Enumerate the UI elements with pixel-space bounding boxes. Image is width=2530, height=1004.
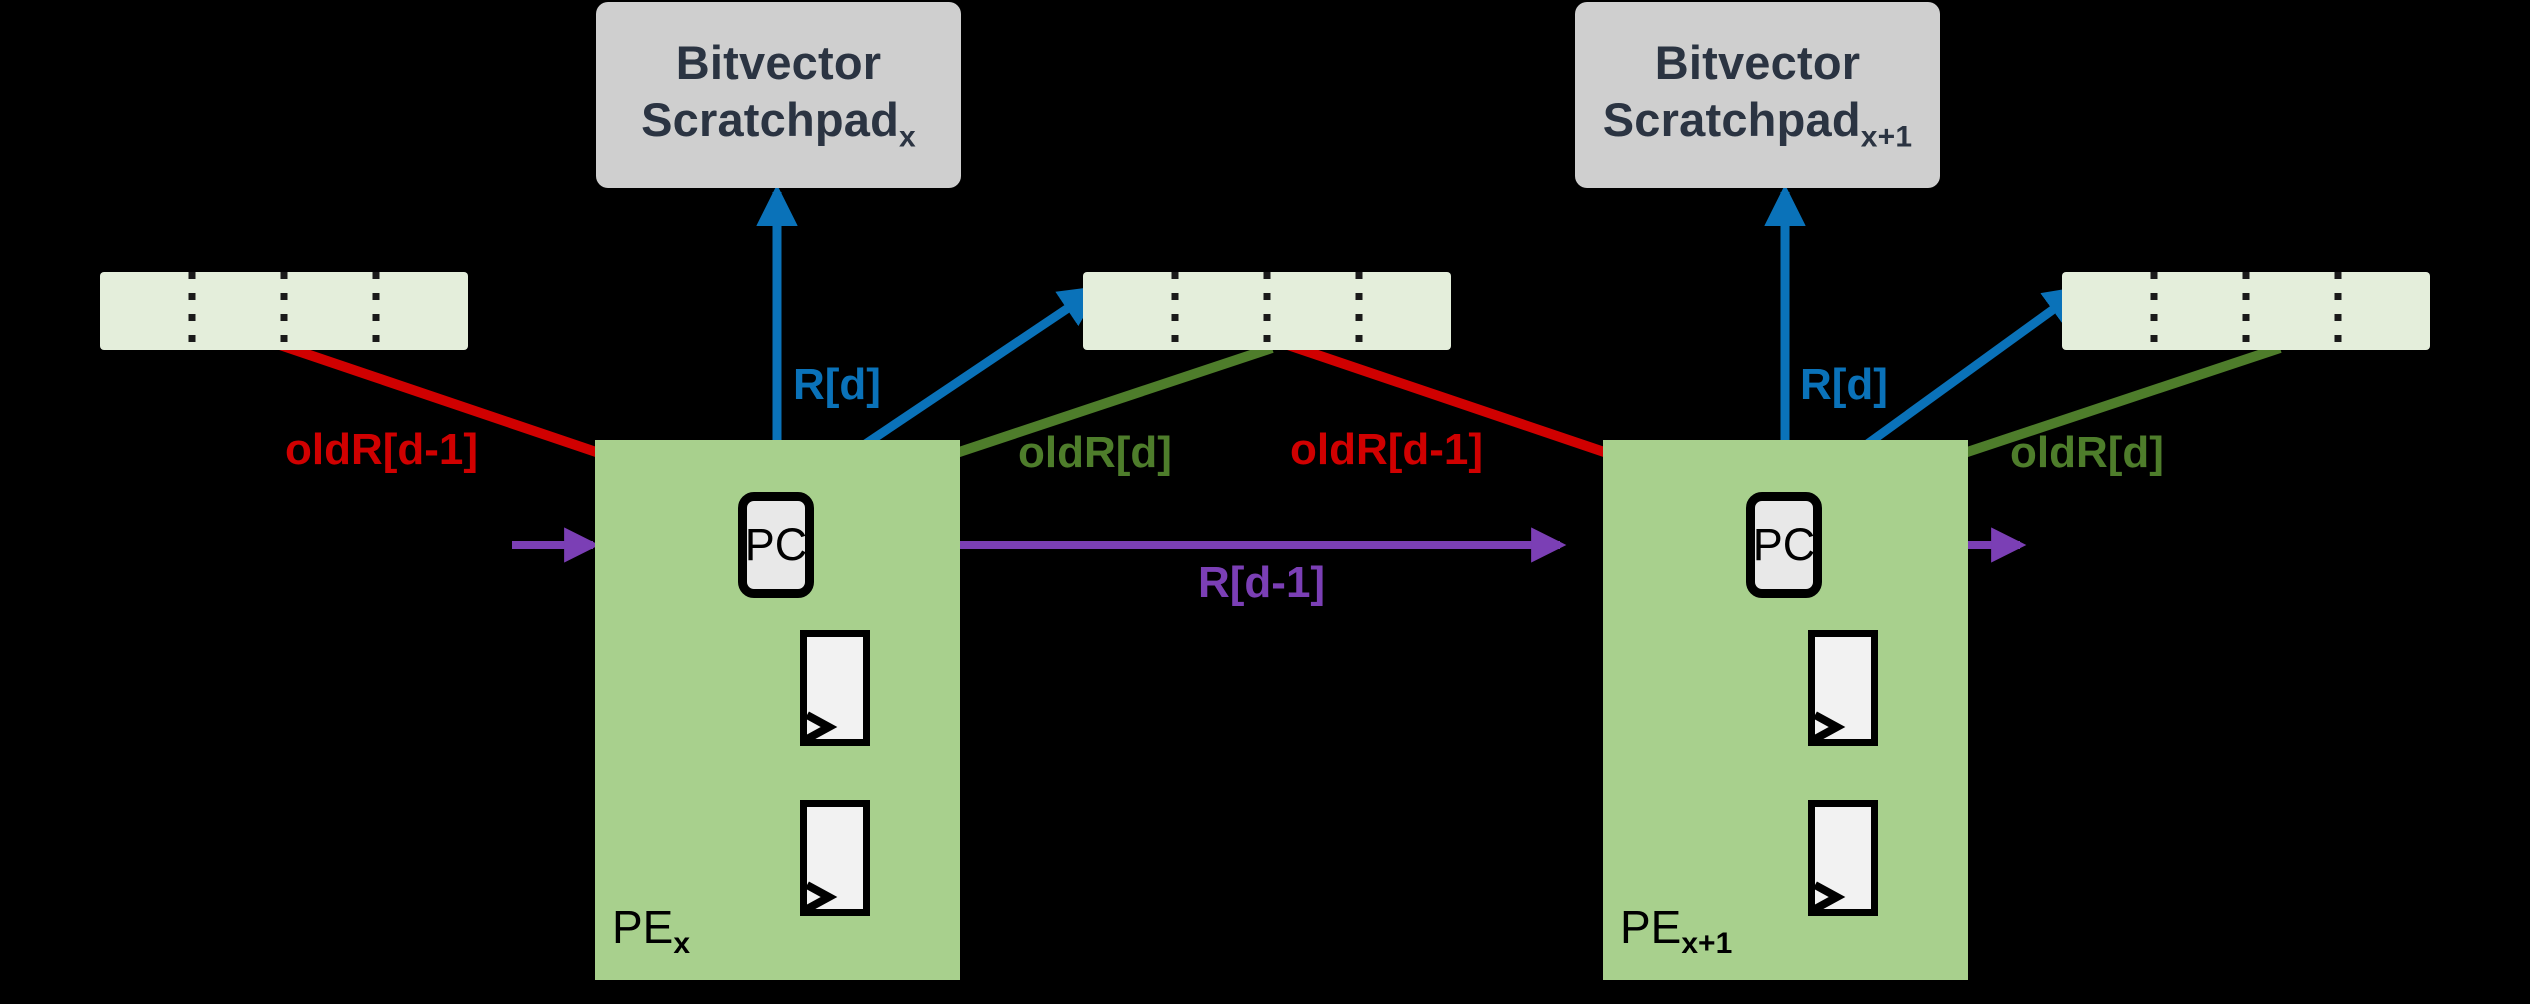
pe-x1-label-subscript: x+1	[1681, 927, 1733, 961]
register-x1-1[interactable]	[1808, 630, 1878, 746]
bitvector-right-dividers	[2150, 272, 2342, 350]
scratchpad-x-line1: Bitvector	[675, 35, 882, 89]
register-x1-2[interactable]	[1808, 800, 1878, 916]
scratchpad-x1-line2: Scratchpad	[1602, 93, 1861, 147]
register-x-1-clock-icon	[807, 711, 838, 743]
label-oldrdm1-right: oldR[d-1]	[1290, 425, 1484, 474]
register-x-1[interactable]	[800, 630, 870, 746]
scratchpad-x-text: Bitvector Scratchpadx	[641, 34, 916, 156]
bitvector-scratchpad-x1[interactable]: Bitvector Scratchpadx+1	[1575, 2, 1940, 188]
register-x1-1-clock-icon	[1815, 711, 1846, 743]
pe-x-label: PEx	[612, 900, 690, 961]
register-x1-2-clock-icon	[1815, 881, 1846, 913]
label-rdm1: R[d-1]	[1198, 558, 1326, 607]
scratchpad-x1-text: Bitvector Scratchpadx+1	[1603, 34, 1912, 156]
pc-unit-x[interactable]: PC	[738, 492, 814, 598]
pe-x-label-text: PE	[612, 901, 674, 953]
pe-x1-label-text: PE	[1620, 901, 1682, 953]
label-oldrd-right: oldR[d]	[2010, 428, 2164, 477]
pe-x1-label: PEx+1	[1620, 900, 1732, 961]
bitvector-middle-dividers	[1171, 272, 1363, 350]
pe-x-label-subscript: x	[673, 927, 691, 961]
scratchpad-x1-line1: Bitvector	[1654, 35, 1861, 89]
scratchpad-x-subscript: x	[899, 120, 916, 154]
pc-unit-x1-label: PC	[1752, 519, 1816, 570]
scratchpad-x1-subscript: x+1	[1860, 120, 1913, 154]
bitvector-middle[interactable]	[1083, 272, 1451, 350]
label-oldrdm1-left: oldR[d-1]	[285, 425, 479, 474]
pc-unit-x-label: PC	[744, 519, 808, 570]
register-x-2[interactable]	[800, 800, 870, 916]
bitvector-scratchpad-x[interactable]: Bitvector Scratchpadx	[596, 2, 961, 188]
label-rd-left: R[d]	[793, 360, 881, 409]
label-rd-right: R[d]	[1800, 360, 1888, 409]
label-oldrd-left: oldR[d]	[1018, 428, 1172, 477]
scratchpad-x-line2: Scratchpad	[641, 93, 900, 147]
pc-unit-x1[interactable]: PC	[1746, 492, 1822, 598]
bitvector-left-dividers	[188, 272, 380, 350]
bitvector-right[interactable]	[2062, 272, 2430, 350]
bitvector-left[interactable]	[100, 272, 468, 350]
red-oldrdm1-wires	[278, 340, 1754, 510]
register-x-2-clock-icon	[807, 881, 838, 913]
